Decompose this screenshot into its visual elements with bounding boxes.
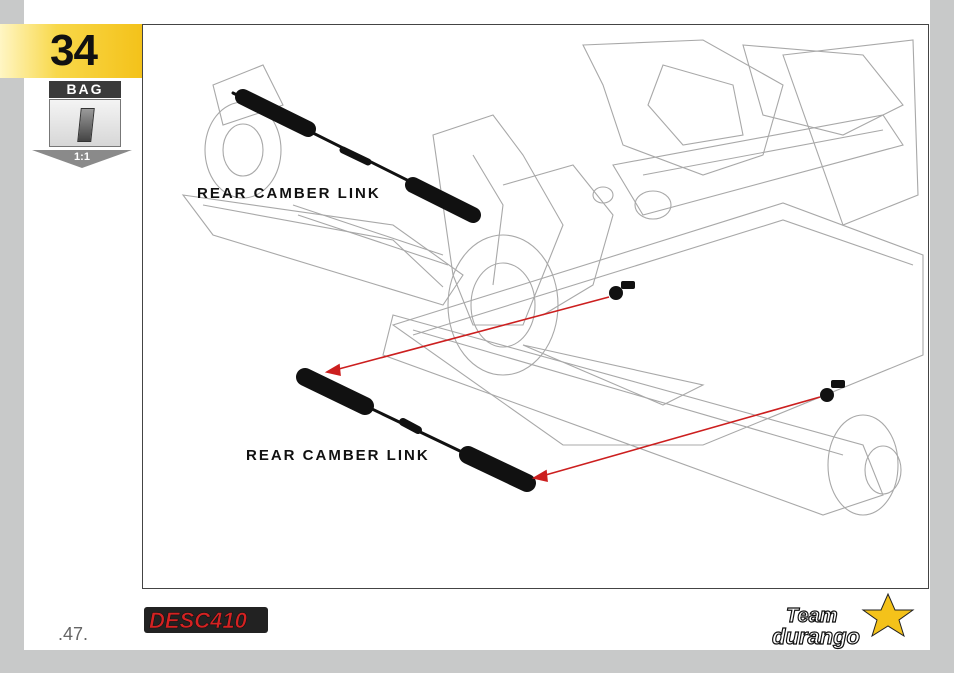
page-number: .47.	[58, 624, 89, 644]
camber-link-upper	[231, 89, 481, 223]
scale-label: 1:1	[74, 151, 90, 163]
team-durango-logo: Team durango	[771, 592, 915, 650]
assembly-drawing-frame: REAR CAMBER LINK REAR CAMBER LINK	[142, 24, 929, 589]
assembly-arrows	[324, 296, 821, 483]
camber-link-lower	[296, 368, 536, 492]
callout-upper-camber-link: REAR CAMBER LINK	[197, 185, 381, 202]
bag-label: BAG	[49, 81, 121, 98]
ball-stud-upper	[609, 281, 635, 300]
bag-icon	[49, 99, 121, 147]
desc410-logo: DESC410	[144, 607, 268, 633]
step-number: 34	[50, 26, 98, 75]
assembly-drawing	[181, 39, 924, 516]
ball-stud-lower	[820, 380, 845, 402]
step-tab	[0, 24, 142, 78]
scale-arrow-icon	[32, 150, 132, 168]
brand-logo-line1: Team	[786, 605, 838, 627]
bag-slot-icon	[77, 108, 95, 142]
brand-logo-line2: durango	[772, 624, 860, 649]
callout-lower-camber-link: REAR CAMBER LINK	[246, 447, 430, 464]
product-logo-text: DESC410	[149, 608, 248, 633]
